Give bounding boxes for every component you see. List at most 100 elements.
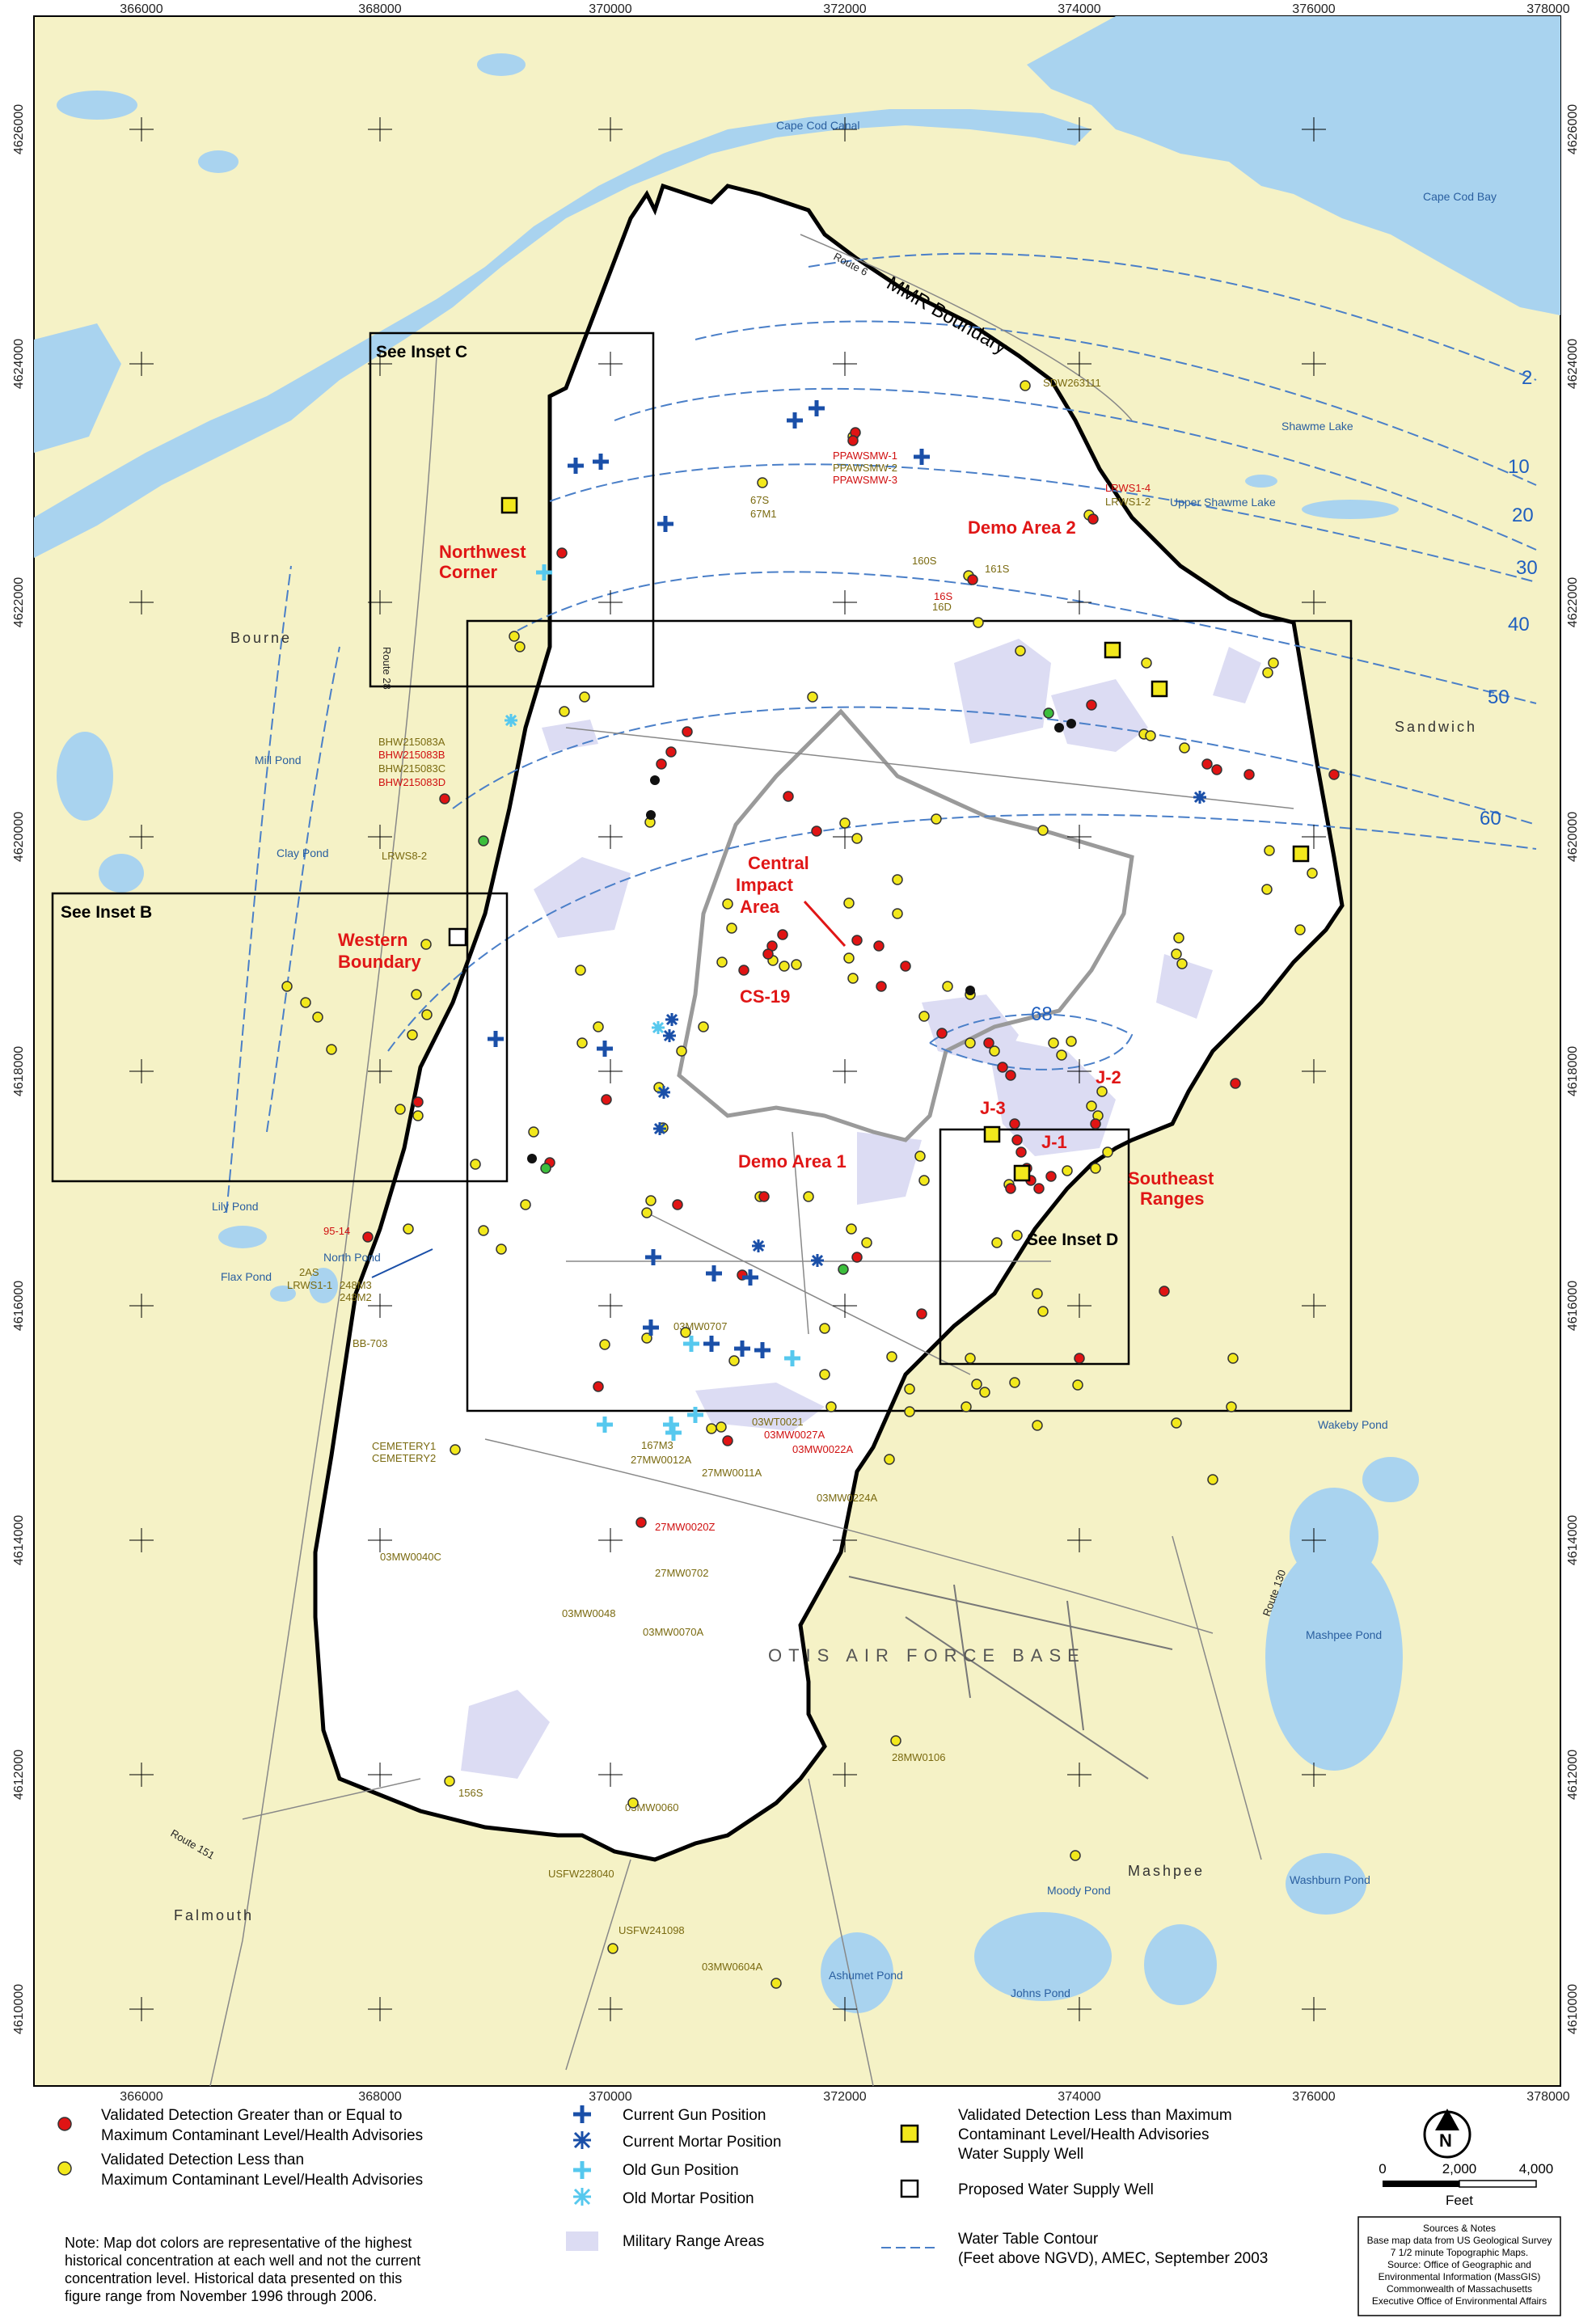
well-label: BHW215083C bbox=[378, 762, 445, 775]
contour-60: 60 bbox=[1480, 808, 1501, 830]
well-label: 03MW0027A bbox=[764, 1429, 825, 1441]
x-tick: 376000 bbox=[1292, 2, 1335, 16]
scale-bar-white bbox=[1459, 2180, 1537, 2188]
central-pointer bbox=[803, 900, 847, 948]
water-supply-wells bbox=[500, 496, 1310, 1182]
inset-b-box bbox=[51, 892, 509, 1183]
contour-30: 30 bbox=[1516, 557, 1538, 579]
legend-contour-2: (Feet above NGVD), AMEC, September 2003 bbox=[958, 2250, 1268, 2267]
legend-red-dot-text: Validated Detection Greater than or Equa… bbox=[101, 2107, 403, 2124]
y-tick: 4618000 bbox=[1566, 1046, 1580, 1096]
contour-68: 68 bbox=[1031, 1003, 1053, 1025]
legend-supply-well-3: Water Supply Well bbox=[958, 2146, 1083, 2163]
label-johns-pond: Johns Pond bbox=[1011, 1987, 1070, 1999]
well-label: PPAWSMW-2 bbox=[833, 462, 897, 474]
well-label: 16S bbox=[934, 590, 952, 602]
y-tick: 4620000 bbox=[12, 812, 26, 862]
x-tick: 368000 bbox=[358, 2090, 401, 2104]
label-demo-area-1: Demo Area 1 bbox=[738, 1151, 847, 1172]
legend-supply-well: Validated Detection Less than Maximum bbox=[958, 2107, 1232, 2124]
well-label: 03MW0040C bbox=[380, 1551, 441, 1563]
cape-cod-bay bbox=[1027, 16, 1560, 315]
legend-current-gun-icon bbox=[573, 2105, 591, 2123]
well-label: 27MW0020Z bbox=[655, 1521, 715, 1533]
well-label: BHW215083D bbox=[378, 776, 445, 788]
well-label: PPAWSMW-1 bbox=[833, 450, 897, 462]
well-label: 2AS bbox=[299, 1266, 319, 1278]
x-tick: 378000 bbox=[1526, 2, 1569, 16]
x-axis-ticks-bottom: 366000 368000 370000 372000 374000 37600… bbox=[120, 2090, 1569, 2104]
label-demo-area-2: Demo Area 2 bbox=[968, 517, 1076, 538]
label-moody-pond: Moody Pond bbox=[1047, 1884, 1111, 1897]
legend-proposed-well: Proposed Water Supply Well bbox=[958, 2181, 1154, 2198]
well-label: 160S bbox=[912, 555, 937, 567]
legend-note-4: figure range from November 1996 through … bbox=[65, 2288, 377, 2304]
place-mashpee: Mashpee bbox=[1128, 1863, 1205, 1879]
label-inset-d: See Inset D bbox=[1027, 1231, 1118, 1249]
contour-40: 40 bbox=[1508, 614, 1530, 635]
x-tick: 374000 bbox=[1058, 2, 1100, 16]
x-tick: 374000 bbox=[1058, 2090, 1100, 2104]
scale-bar-black bbox=[1383, 2181, 1459, 2187]
legend-proposed-well-icon bbox=[900, 2179, 919, 2198]
label-northwest-corner: Northwest bbox=[439, 542, 526, 562]
x-tick: 368000 bbox=[358, 2, 401, 16]
old-mortar-positions bbox=[505, 714, 665, 1034]
label-flax-pond: Flax Pond bbox=[221, 1270, 272, 1283]
well-label: LRWS1-4 bbox=[1105, 482, 1151, 494]
y-tick: 4624000 bbox=[1566, 339, 1580, 389]
y-tick: 4622000 bbox=[12, 577, 26, 627]
legend-red-dot bbox=[57, 2117, 72, 2131]
label-clay-pond: Clay Pond bbox=[277, 847, 329, 859]
legend-yellow-dot bbox=[57, 2161, 72, 2176]
well-label: 03WT0021 bbox=[752, 1416, 804, 1428]
legend-old-gun-icon bbox=[573, 2161, 591, 2179]
label-cape-cod-canal: Cape Cod Canal bbox=[776, 119, 860, 132]
well-label: 248M3 bbox=[340, 1279, 372, 1291]
x-tick: 370000 bbox=[589, 2090, 631, 2104]
label-southeast-ranges: Southeast bbox=[1128, 1168, 1214, 1189]
well-label: BHW215083A bbox=[378, 736, 445, 748]
x-tick: 376000 bbox=[1292, 2090, 1335, 2104]
well-label: USFW241098 bbox=[619, 1924, 685, 1936]
label-mill-pond: Mill Pond bbox=[255, 754, 302, 766]
well-label: 28MW0106 bbox=[892, 1751, 945, 1763]
scale-4000: 4,000 bbox=[1519, 2161, 1554, 2177]
well-label: LRWS8-2 bbox=[382, 850, 427, 862]
sources-text-4: Source: Office of Geographic and bbox=[1387, 2259, 1531, 2270]
y-tick: 4626000 bbox=[1566, 104, 1580, 154]
y-axis-ticks-left: 4626000 4624000 4622000 4620000 4618000 … bbox=[12, 104, 26, 2034]
legend-note-3: concentration level. Historical data pre… bbox=[65, 2270, 402, 2286]
y-axis-ticks-right: 4626000 4624000 4622000 4620000 4618000 … bbox=[1566, 104, 1580, 2034]
sources-box bbox=[1357, 2216, 1561, 2316]
well-label: LRWS1-2 bbox=[1105, 496, 1151, 508]
well-label: 03MW0060 bbox=[625, 1801, 678, 1813]
well-label: 03MW0070A bbox=[643, 1626, 703, 1638]
legend-yellow-dot-text: Validated Detection Less than bbox=[101, 2151, 304, 2168]
label-southeast-ranges-2: Ranges bbox=[1140, 1189, 1204, 1209]
well-label: PPAWSMW-3 bbox=[833, 474, 897, 486]
well-labels-yellow: SDW263111 LRWS1-2 67S 67M1 PPAWSMW-2 160… bbox=[287, 377, 1151, 1973]
well-label: 67M1 bbox=[750, 508, 777, 520]
legend-current-gun: Current Gun Position bbox=[623, 2107, 766, 2124]
airfield bbox=[848, 1576, 1173, 1780]
legend-old-mortar: Old Mortar Position bbox=[623, 2190, 754, 2207]
grid-crosses bbox=[129, 117, 1326, 2021]
contour-50: 50 bbox=[1488, 686, 1509, 708]
contour-10: 10 bbox=[1508, 456, 1530, 478]
x-tick: 366000 bbox=[120, 2090, 163, 2104]
y-tick: 4610000 bbox=[1566, 1984, 1580, 2034]
well-label: BHW215083B bbox=[378, 749, 445, 761]
old-gun-positions bbox=[536, 564, 800, 1441]
sources-text-7: Executive Office of Environmental Affair… bbox=[1372, 2295, 1547, 2307]
well-label: 03MW0022A bbox=[792, 1443, 853, 1455]
place-bourne: Bourne bbox=[230, 630, 292, 646]
x-tick: 366000 bbox=[120, 2, 163, 16]
y-tick: 4610000 bbox=[12, 1984, 26, 2034]
label-wakeby-pond: Wakeby Pond bbox=[1318, 1418, 1388, 1431]
well-label: USFW228040 bbox=[548, 1868, 614, 1880]
well-label: BB-703 bbox=[353, 1337, 387, 1349]
y-tick: 4616000 bbox=[12, 1281, 26, 1331]
y-tick: 4614000 bbox=[12, 1515, 26, 1565]
